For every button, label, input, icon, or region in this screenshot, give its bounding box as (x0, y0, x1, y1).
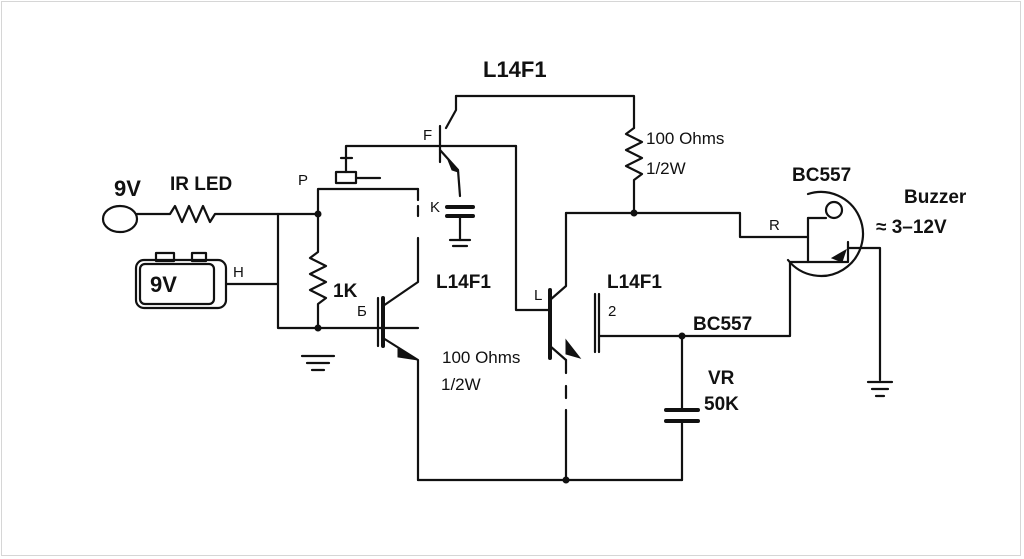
q2-label: L14F1 (607, 272, 662, 293)
pin-label-k: K (430, 199, 440, 216)
wire (276, 212, 420, 330)
ir-led-label: IR LED (170, 174, 232, 195)
wire (564, 211, 810, 239)
junction-dot (562, 476, 570, 484)
source-9v-label: 9V (114, 176, 141, 201)
resistor-100-top (624, 126, 644, 216)
capacitor-k (445, 205, 475, 242)
pin-label-p: P (298, 172, 308, 189)
source-9v-terminal (101, 204, 139, 234)
resistor-top-power: 1/2W (646, 159, 686, 178)
bc557-mid-label: BC557 (693, 314, 752, 335)
buzzer-voltage: ≈ 3–12V (876, 217, 947, 238)
pin-label-f: F (423, 127, 432, 144)
wire (454, 94, 636, 130)
resistor-1k (308, 212, 328, 330)
ground-symbol-right (866, 380, 894, 398)
phototransistor-q1 (376, 236, 420, 482)
battery-pin-label: H (233, 264, 244, 281)
resistor-mid-value: 100 Ohms (442, 348, 520, 367)
transistor-q3 (786, 190, 882, 382)
battery-label: 9V (150, 272, 177, 297)
vr-label: VR (708, 368, 735, 389)
top-transistor-symbol (438, 94, 462, 198)
ground-symbol-left (300, 354, 336, 372)
phototransistor-q2 (514, 144, 684, 482)
ground-symbol-k (448, 238, 472, 248)
q1-label: L14F1 (436, 272, 491, 293)
q3-label: BC557 (792, 165, 851, 186)
circuit-title: L14F1 (483, 57, 547, 82)
vr-value: 50K (704, 394, 739, 415)
capacitor-vr (664, 334, 700, 482)
wire (680, 260, 810, 338)
junction-dot (314, 324, 322, 332)
pin-label-b: Б (357, 303, 367, 320)
resistor-mid-power: 1/2W (441, 375, 481, 394)
resistor-top-value: 100 Ohms (646, 129, 724, 148)
ir-led-symbol (135, 204, 320, 224)
resistor-1k-label: 1K (333, 281, 358, 302)
pin-label-2: 2 (608, 303, 616, 320)
switch-p (316, 144, 518, 218)
pin-label-l: L (534, 287, 542, 304)
pin-label-r: R (769, 217, 780, 234)
buzzer-label: Buzzer (904, 187, 967, 208)
